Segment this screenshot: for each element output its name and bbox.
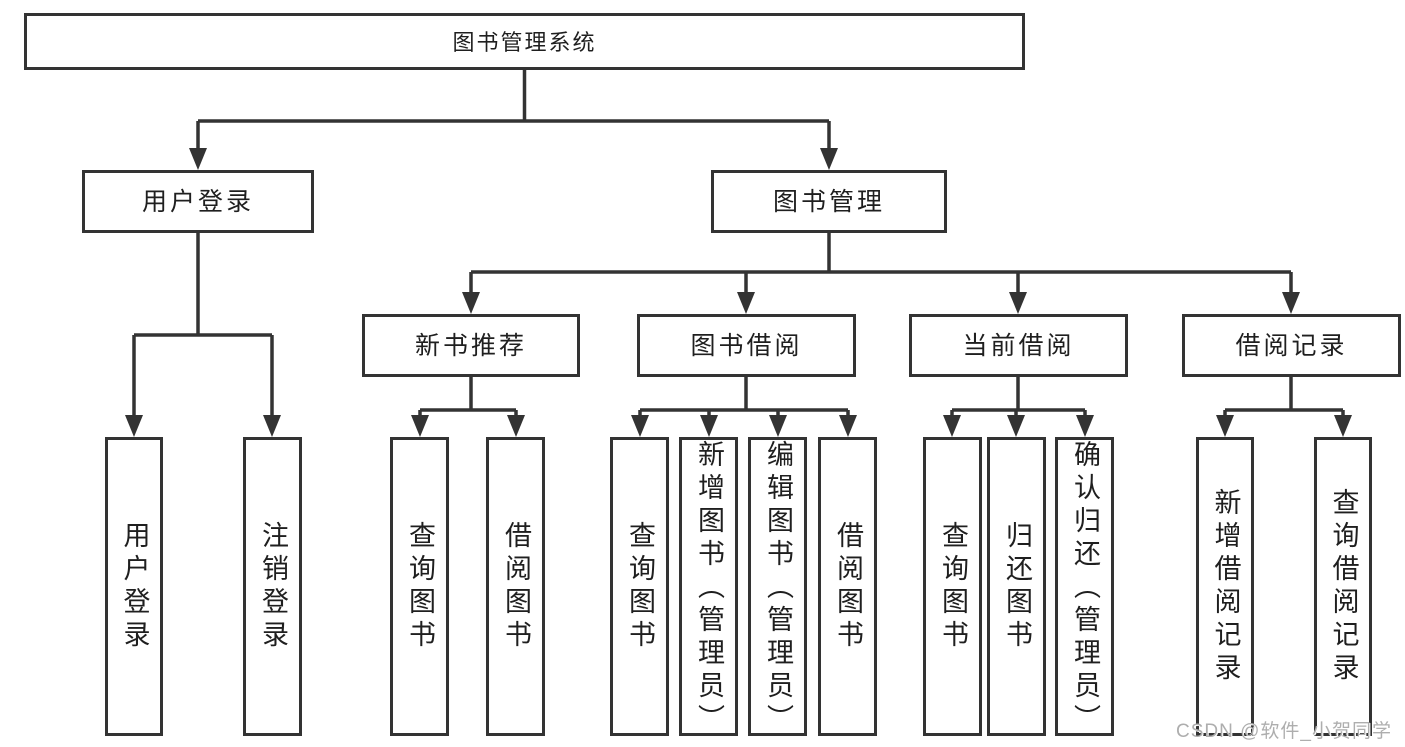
leaf-recommend-borrow-books: 借阅图书 <box>486 437 545 736</box>
node-current-borrowing: 当前借阅 <box>909 314 1128 377</box>
leaf-confirm-return-admin: 确认归还（管理员） <box>1055 437 1114 737</box>
watermark: CSDN @软件_小贺同学 <box>1176 721 1392 742</box>
leaf-current-query-books: 查询图书 <box>923 437 982 736</box>
leaf-add-borrow-record: 新增借阅记录 <box>1196 437 1254 736</box>
leaf-logout-login: 注销登录 <box>243 437 302 736</box>
node-new-book-recommend: 新书推荐 <box>362 314 580 377</box>
node-user-login: 用户登录 <box>82 170 314 233</box>
node-book-management: 图书管理 <box>711 170 947 233</box>
leaf-borrowing-query-books: 查询图书 <box>610 437 669 736</box>
leaf-edit-books-admin: 编辑图书（管理员） <box>748 437 807 737</box>
node-book-borrowing: 图书借阅 <box>637 314 856 377</box>
node-book-management-system: 图书管理系统 <box>24 13 1025 70</box>
leaf-query-borrow-record: 查询借阅记录 <box>1314 437 1372 736</box>
leaf-add-books-admin: 新增图书（管理员） <box>679 437 738 737</box>
node-borrowing-records: 借阅记录 <box>1182 314 1401 377</box>
leaf-borrow-books: 借阅图书 <box>818 437 877 736</box>
leaf-recommend-query-books: 查询图书 <box>390 437 449 736</box>
leaf-user-login: 用户登录 <box>105 437 163 736</box>
leaf-return-books: 归还图书 <box>987 437 1046 736</box>
